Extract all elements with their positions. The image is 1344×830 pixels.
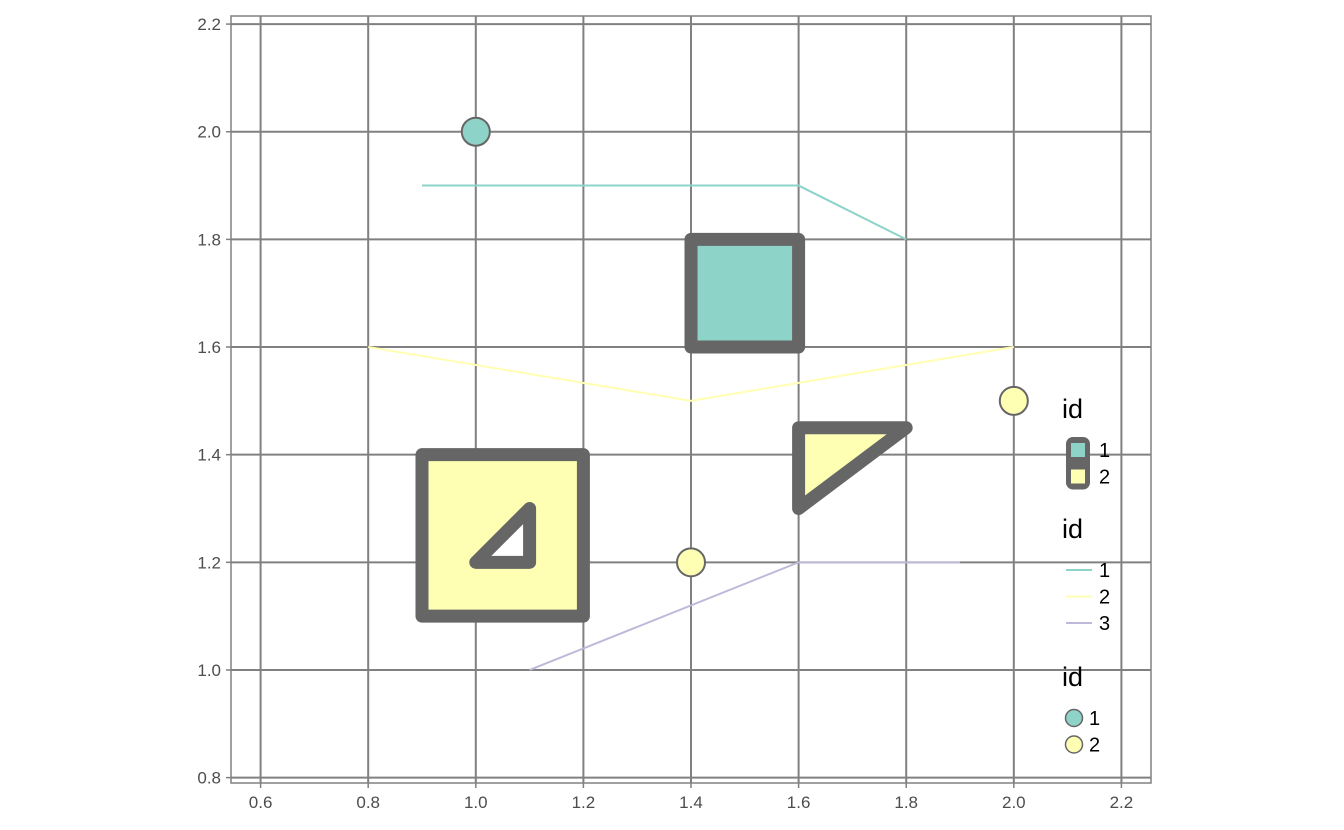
legend-label: 2 [1099, 467, 1110, 489]
line-series-id-1 [421, 184, 907, 241]
x-tick-label: 0.6 [249, 793, 273, 812]
x-tick-label: 1.6 [787, 793, 811, 812]
y-tick-label: 0.8 [197, 769, 221, 788]
x-axis: 0.6 0.8 1.0 1.2 1.4 1.6 1.8 2.0 2.2 [249, 783, 1133, 812]
legend-label: 2 [1099, 587, 1110, 609]
legend-label: 1 [1089, 708, 1100, 730]
x-tick-label: 1.4 [679, 793, 703, 812]
point-marker-id-2 [998, 385, 1029, 416]
legend-title: id [1062, 394, 1083, 424]
point-marker-id-1 [460, 116, 491, 147]
polygon-shape-id-2 [415, 448, 590, 623]
legend-key-fill-2 [1071, 469, 1085, 484]
x-tick-label: 1.2 [572, 793, 596, 812]
legend-title: id [1062, 514, 1083, 544]
line-series-id-3 [529, 561, 961, 671]
x-tick-label: 0.8 [356, 793, 380, 812]
x-tick-label: 2.0 [1002, 793, 1026, 812]
x-tick-label: 1.0 [464, 793, 488, 812]
legend: id 1 2 id 1 2 3 id 1 2 [1062, 394, 1110, 757]
y-tick-label: 1.2 [197, 553, 221, 572]
legend-label: 1 [1099, 560, 1110, 582]
y-tick-label: 1.4 [197, 446, 221, 465]
legend-title: id [1062, 662, 1083, 692]
polygon-layer [415, 232, 913, 623]
y-tick-label: 2.0 [197, 123, 221, 142]
point-marker-id-2 [676, 547, 706, 578]
x-tick-label: 1.8 [894, 793, 918, 812]
legend-key-fill-1 [1071, 443, 1085, 457]
y-axis: 0.8 1.0 1.2 1.4 1.6 1.8 2.0 2.2 [197, 15, 231, 788]
y-tick-label: 1.0 [197, 661, 221, 680]
polygon-shape-id-2 [792, 421, 913, 515]
legend-key-point-2 [1064, 735, 1084, 754]
line-series-id-2 [368, 346, 1014, 402]
line-layer [368, 184, 1014, 671]
legend-label: 2 [1089, 735, 1100, 757]
y-tick-label: 1.6 [197, 338, 221, 357]
legend-key-point-1 [1064, 708, 1084, 728]
y-tick-label: 1.8 [197, 230, 221, 249]
point-layer [460, 116, 1029, 578]
polygon-shape-id-1 [684, 232, 806, 354]
y-tick-label: 2.2 [197, 15, 221, 34]
legend-label: 3 [1099, 613, 1110, 635]
x-tick-label: 2.2 [1110, 793, 1134, 812]
legend-label: 1 [1099, 440, 1110, 462]
